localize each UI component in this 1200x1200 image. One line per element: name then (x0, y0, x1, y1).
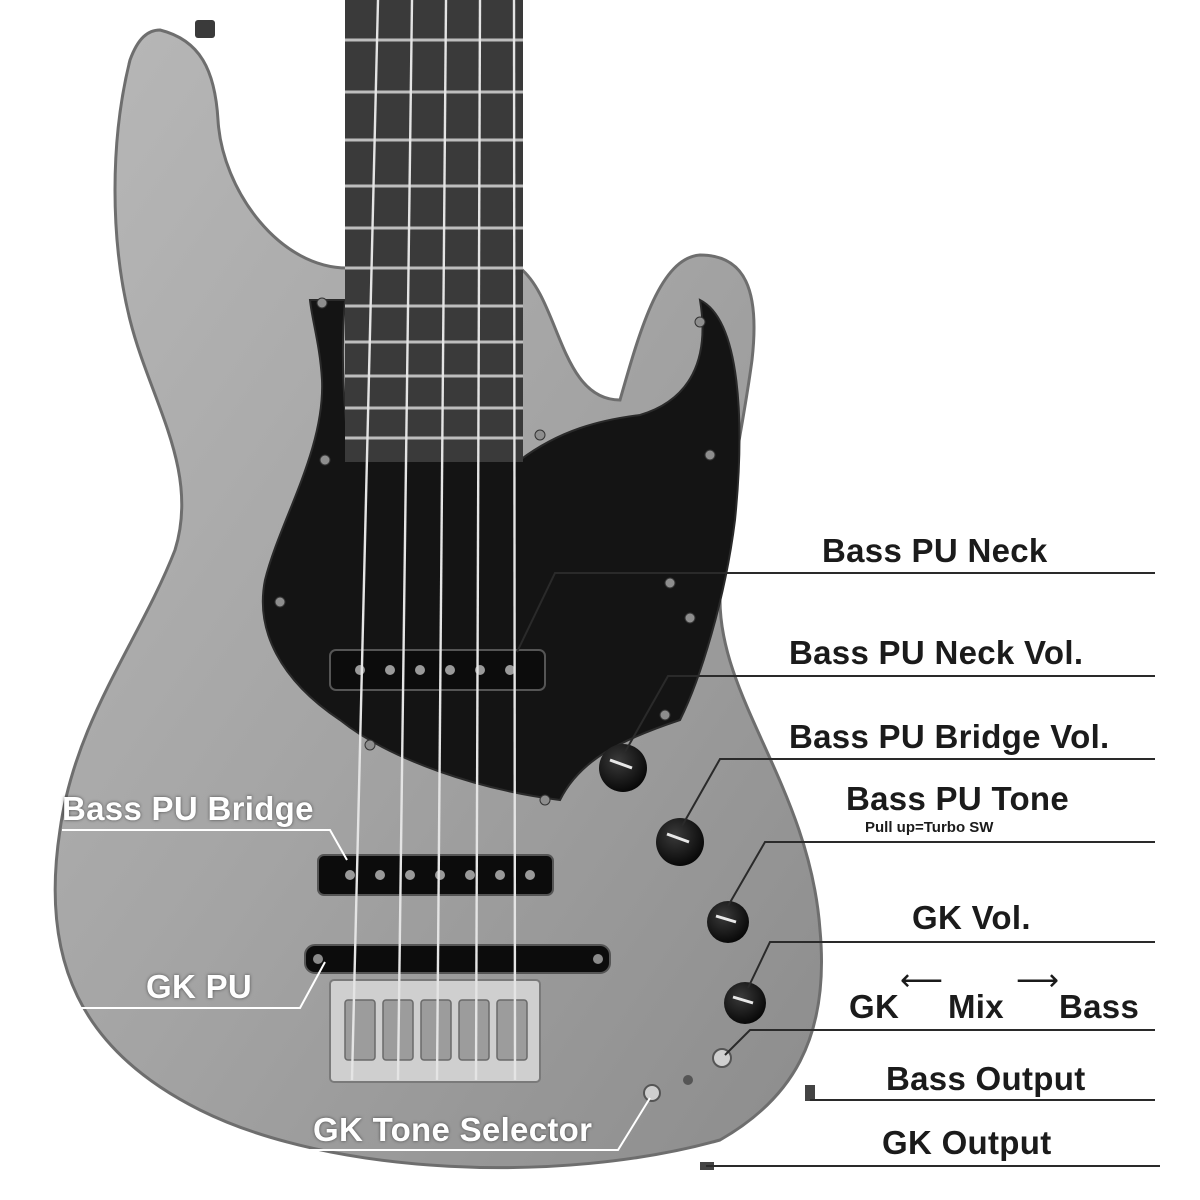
strings (350, 0, 517, 1081)
label-gk-pu: GK PU (146, 968, 253, 1005)
label-bass-pu-neck: Bass PU Neck (822, 532, 1048, 569)
gk-tone-selector-switch (643, 1084, 661, 1102)
leader-gk-tone-selector (310, 1097, 651, 1151)
leader-bass-pu-neck (516, 572, 1155, 653)
frets (345, 38, 523, 440)
bass-pu-bridge-pickup (317, 854, 554, 896)
label-gk-output: GK Output (882, 1124, 1052, 1161)
leader-gk-pu (62, 961, 326, 1009)
label-bass-pu-tone: Bass PU Tone (846, 780, 1070, 817)
label-gk-tone-selector: GK Tone Selector (313, 1111, 593, 1148)
knob-icon (599, 744, 766, 1024)
strap-button (195, 20, 215, 38)
label-bass-pu-tone-note: Pull up=Turbo SW (865, 819, 994, 836)
leader-bass-pu-neck-vol (624, 675, 1155, 753)
label-bass-output: Bass Output (886, 1060, 1086, 1097)
bridge (329, 979, 541, 1083)
label-gk-vol: GK Vol. (912, 899, 1031, 936)
leader-bass-pu-bridge (62, 829, 348, 861)
leader-lines (516, 572, 1160, 1167)
label-bass-pu-bridge: Bass PU Bridge (62, 790, 314, 827)
label-bass-pu-neck-vol: Bass PU Neck Vol. (789, 634, 1084, 671)
label-mix-bass: Bass (1059, 988, 1140, 1025)
label-mix: Mix (948, 988, 1004, 1025)
arrow-left-icon: ⟵ (900, 964, 944, 997)
label-bass-pu-bridge-vol: Bass PU Bridge Vol. (789, 718, 1110, 755)
gk-pickup (304, 944, 611, 974)
leader-mix (724, 1029, 1155, 1056)
screw-icon (274, 297, 716, 806)
leader-bass-pu-bridge-vol (681, 758, 1155, 827)
fretboard (345, 0, 523, 462)
leader-bass-pu-tone (727, 841, 1155, 907)
arrow-right-icon: ⟶ (1016, 964, 1060, 997)
leader-gk-vol (747, 941, 1155, 989)
label-mix-gk: GK (849, 988, 900, 1025)
